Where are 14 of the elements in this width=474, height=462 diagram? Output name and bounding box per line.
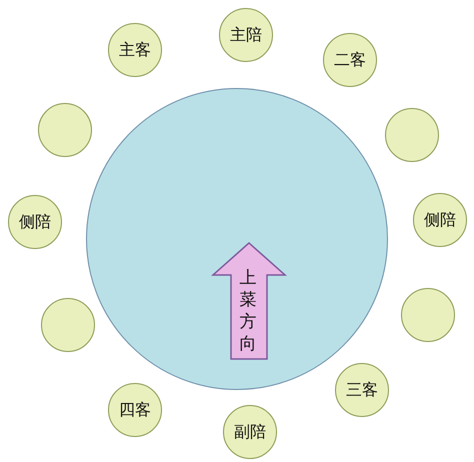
seat-circle: 副陪 <box>223 405 277 459</box>
seat-circle: 主陪 <box>219 8 273 62</box>
seat-circle: 二客 <box>323 33 377 87</box>
seat-circle <box>385 108 439 162</box>
arrow-label: 上菜方向 <box>239 267 257 355</box>
seat-circle: 四客 <box>108 383 162 437</box>
seat-circle: 三客 <box>335 363 389 417</box>
seat-circle <box>38 103 92 157</box>
seat-circle: 侧陪 <box>8 195 62 249</box>
seat-circle <box>41 298 95 352</box>
seat-circle: 主客 <box>108 23 162 77</box>
up-arrow <box>211 241 287 361</box>
seat-circle <box>401 288 455 342</box>
seat-circle: 侧陪 <box>413 193 467 247</box>
